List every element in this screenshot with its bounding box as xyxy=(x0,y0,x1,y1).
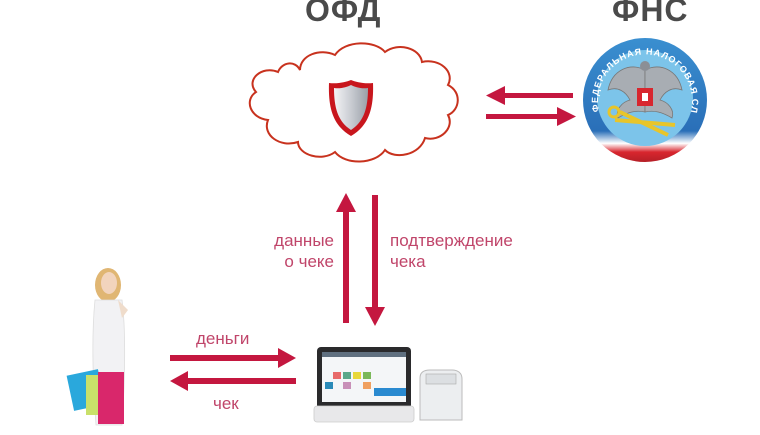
ofd-fns-arrows xyxy=(486,86,576,126)
shopper-woman-icon xyxy=(66,268,128,426)
receipt-printer-icon xyxy=(419,369,463,421)
customer-register-arrows xyxy=(170,348,296,391)
from-ofd-label: подтверждение чека xyxy=(390,230,513,272)
from-ofd-label-line1: подтверждение xyxy=(390,231,513,250)
to-ofd-label-line1: данные xyxy=(274,231,334,250)
to-ofd-label: данные о чеке xyxy=(258,230,334,272)
receipt-label: чек xyxy=(213,394,239,413)
register-ofd-arrows xyxy=(336,193,385,326)
to-ofd-label-line2: о чеке xyxy=(284,252,334,271)
fns-title: ФНС xyxy=(612,0,689,28)
money-label: деньги xyxy=(196,329,250,348)
cash-register-icon xyxy=(313,347,415,423)
from-ofd-label-line2: чека xyxy=(390,252,426,271)
shield-icon xyxy=(328,80,374,136)
ofd-title: ОФД xyxy=(305,0,382,28)
